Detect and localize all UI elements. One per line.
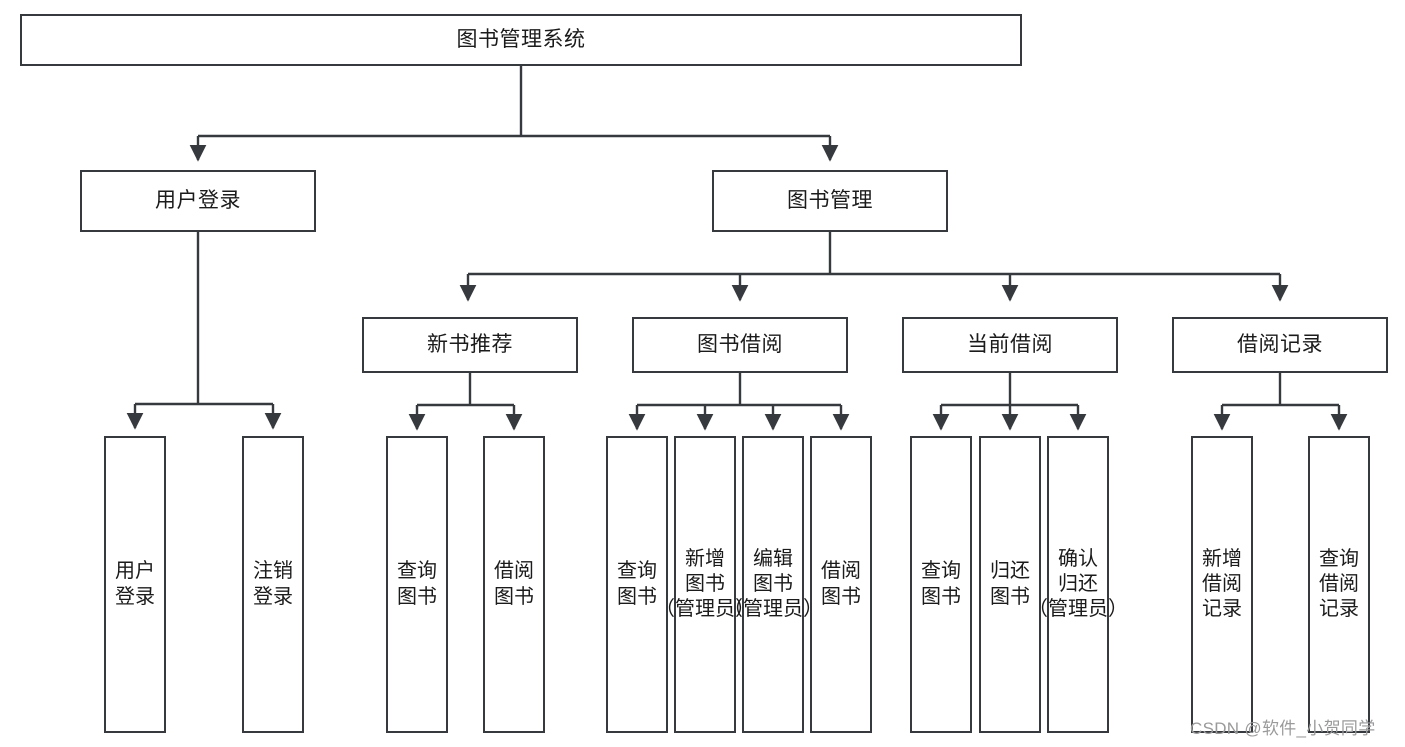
node-current-borrow[interactable]: 当前借阅 [902, 317, 1118, 373]
leaf-confirm-return[interactable]: 确认 归还 （管理员） [1028, 436, 1128, 733]
leaf-user-logout[interactable]: 注销 登录 [242, 436, 304, 733]
watermark-credit: CSDN @软件_小贺同学 [1190, 719, 1376, 738]
node-new-book-recommend[interactable]: 新书推荐 [362, 317, 578, 373]
node-label: 用户登录 [155, 188, 241, 212]
node-label: 新增 图书 （管理员） [655, 547, 755, 621]
node-root-system[interactable]: 图书管理系统 [20, 14, 1022, 66]
leaf-borrow-book-recommend[interactable]: 借阅 图书 [483, 436, 545, 733]
leaf-query-borrow-record[interactable]: 查询 借阅 记录 [1308, 436, 1370, 733]
node-label: 查询 图书 [397, 560, 437, 608]
node-label: 查询 图书 [617, 560, 657, 608]
leaf-borrow-book[interactable]: 借阅 图书 [810, 436, 872, 733]
node-label: 查询 图书 [921, 560, 961, 608]
node-label: 编辑 图书 （管理员） [723, 547, 823, 621]
node-label: 借阅 图书 [821, 560, 861, 608]
leaf-edit-book[interactable]: 编辑 图书 （管理员） [723, 436, 823, 733]
node-label: 图书管理 [787, 188, 873, 212]
node-user-login[interactable]: 用户登录 [80, 170, 316, 232]
node-book-borrow[interactable]: 图书借阅 [632, 317, 848, 373]
leaf-user-login[interactable]: 用户 登录 [104, 436, 166, 733]
leaf-return-book[interactable]: 归还 图书 [979, 436, 1041, 733]
node-label: 确认 归还 （管理员） [1028, 547, 1128, 621]
node-label: 用户 登录 [115, 560, 155, 608]
leaf-query-book-borrow[interactable]: 查询 图书 [606, 436, 668, 733]
leaf-add-borrow-record[interactable]: 新增 借阅 记录 [1191, 436, 1253, 733]
node-label: 图书管理系统 [456, 27, 586, 51]
node-label: 查询 借阅 记录 [1319, 547, 1359, 621]
node-label: 新书推荐 [427, 332, 513, 356]
node-book-management[interactable]: 图书管理 [712, 170, 948, 232]
leaf-query-book-current[interactable]: 查询 图书 [910, 436, 972, 733]
node-label: 借阅 图书 [494, 560, 534, 608]
node-label: 注销 登录 [253, 560, 293, 608]
node-borrow-record[interactable]: 借阅记录 [1172, 317, 1388, 373]
node-label: 借阅记录 [1237, 332, 1323, 356]
node-label: 归还 图书 [990, 560, 1030, 608]
leaf-query-book-recommend[interactable]: 查询 图书 [386, 436, 448, 733]
node-label: 当前借阅 [967, 332, 1053, 356]
node-label: 图书借阅 [697, 332, 783, 356]
leaf-add-book[interactable]: 新增 图书 （管理员） [655, 436, 755, 733]
node-label: 新增 借阅 记录 [1202, 547, 1242, 621]
